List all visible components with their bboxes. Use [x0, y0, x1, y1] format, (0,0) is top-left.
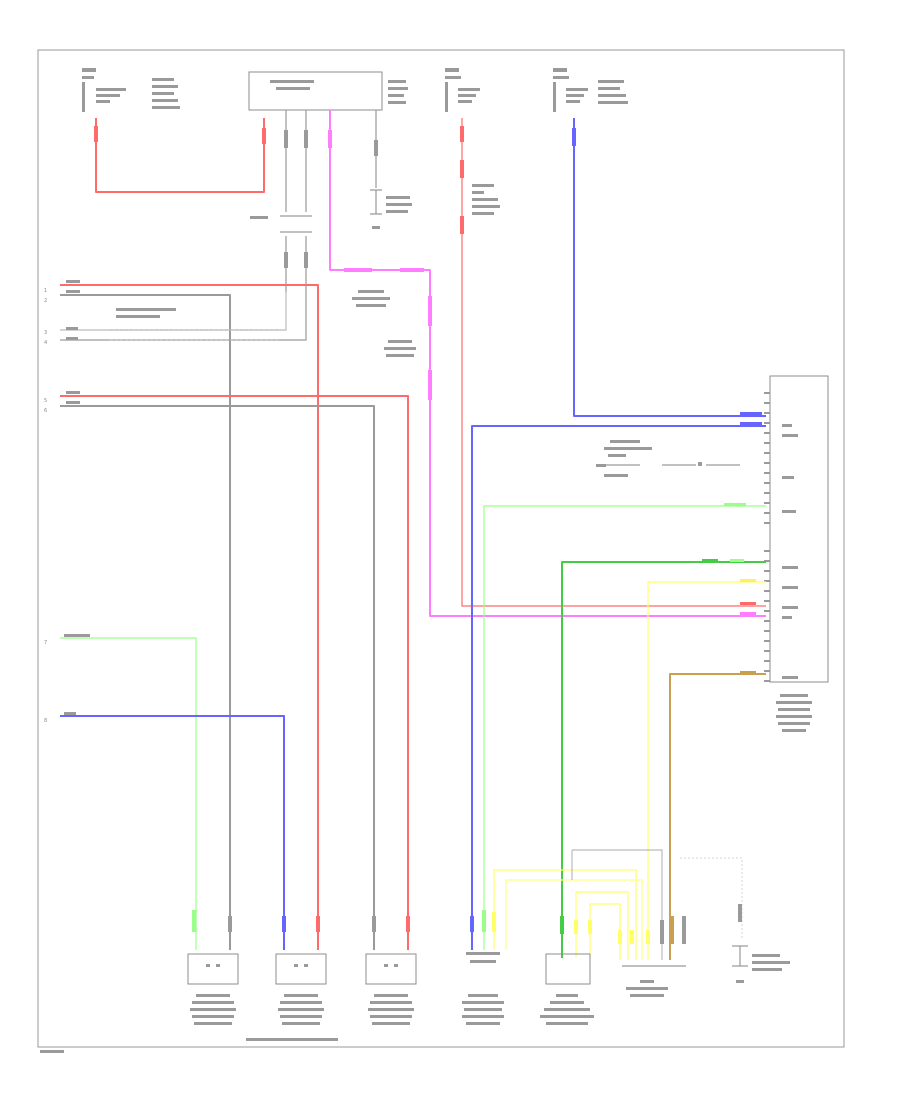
- switch-label-middle: [596, 440, 740, 477]
- bottom-harness-label: [246, 1038, 338, 1041]
- fuse-label-top-middle: [445, 68, 480, 112]
- wire-red-harness-1: [60, 284, 319, 950]
- wire-blue-left: [60, 715, 285, 950]
- wire-blue-top-right: [573, 118, 766, 417]
- wire-red-top-left: [95, 118, 265, 193]
- wire-red-vertical-long: [461, 118, 766, 607]
- component-middle-1: [462, 910, 504, 1025]
- intermediate-connector-label: [116, 308, 176, 318]
- svg-text:8: 8: [44, 718, 47, 724]
- figure-id: [40, 1050, 64, 1053]
- svg-text:7: 7: [44, 640, 47, 646]
- wire-blue-right-2: [471, 425, 766, 950]
- right-module-label: [776, 694, 812, 732]
- wire-pink: [329, 110, 766, 617]
- svg-text:2: 2: [44, 298, 47, 304]
- svg-text:4: 4: [44, 340, 47, 346]
- wire-brown: [669, 673, 766, 960]
- component-middle-2: [540, 916, 594, 1025]
- component-left-2: [275, 916, 327, 1025]
- wire-green-right: [483, 505, 766, 950]
- top-module-box: [248, 71, 383, 111]
- component-left-1: [187, 910, 239, 1025]
- wire-yellow-right: [647, 581, 766, 960]
- fuse-label-top-right: [553, 68, 628, 112]
- top-module-label: [270, 80, 408, 104]
- svg-text:3: 3: [44, 330, 47, 336]
- svg-text:1: 1: [44, 288, 47, 294]
- right-module-pins: [764, 392, 798, 682]
- fuse-label-top-left: [82, 68, 180, 112]
- wire-gray-harness-2: [60, 405, 375, 950]
- component-left-3: [365, 916, 417, 1025]
- wire-red-harness-2: [60, 395, 409, 950]
- svg-text:6: 6: [44, 408, 47, 414]
- wire-yellow-bottom: [493, 869, 637, 960]
- component-right-1: [618, 916, 686, 997]
- diagram-frame: [37, 49, 845, 1048]
- wire-green-dark: [561, 561, 766, 958]
- wire-green-left: [60, 637, 197, 950]
- right-module-box: [769, 375, 829, 683]
- svg-text:5: 5: [44, 398, 47, 404]
- component-right-2: [732, 904, 790, 983]
- wire-gray-harness-1: [60, 294, 231, 950]
